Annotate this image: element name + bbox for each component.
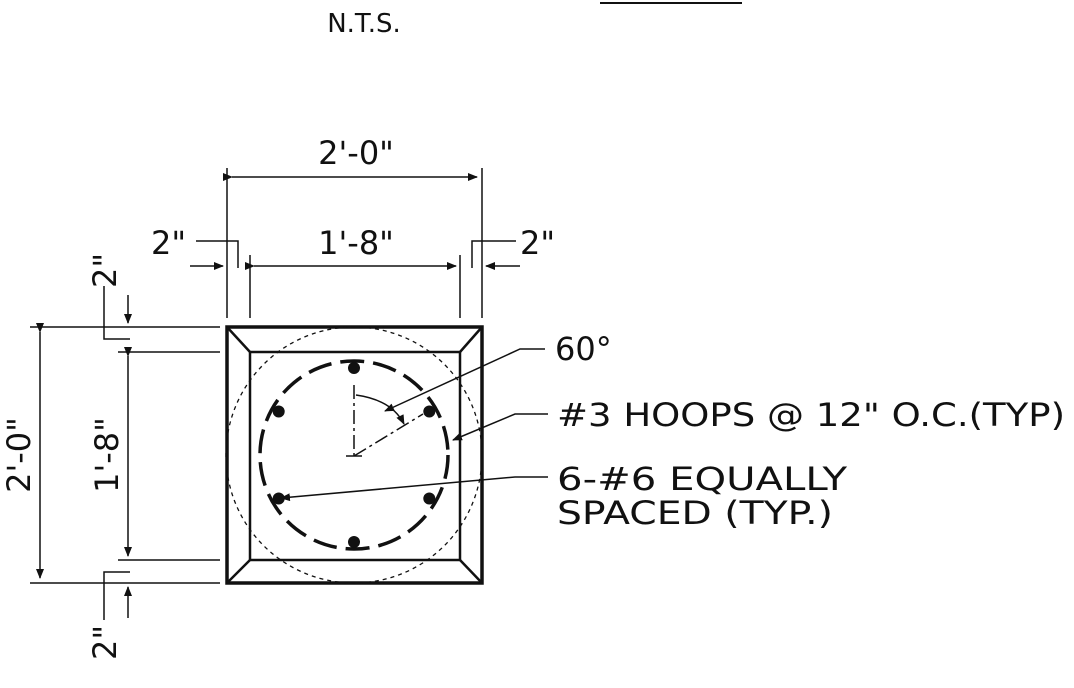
hoops-label: #3 HOOPS @ 12" O.C.(TYP) bbox=[557, 396, 1065, 434]
bottom-cover-label: 2" bbox=[86, 625, 124, 660]
hoops-leader bbox=[452, 413, 548, 441]
rebar-dot bbox=[348, 536, 360, 548]
rebar-dot bbox=[348, 362, 360, 374]
angle-leader bbox=[384, 348, 545, 412]
bars-leader bbox=[280, 476, 548, 502]
leader-line bbox=[103, 571, 130, 620]
overall-height-label: 2'-0" bbox=[0, 417, 38, 493]
leader-line bbox=[471, 240, 516, 268]
bars-label-line1: 6-#6 EQUALLY bbox=[557, 460, 848, 498]
overall-height-dimension: 2'-0" bbox=[0, 323, 220, 584]
chamfer-line bbox=[226, 326, 251, 353]
inner-width-label: 1'-8" bbox=[318, 224, 394, 262]
overall-width-dimension: 2'-0" bbox=[223, 134, 483, 318]
right-cover-label: 2" bbox=[520, 224, 555, 262]
rebar-dot bbox=[423, 492, 436, 505]
column-section bbox=[225, 325, 484, 585]
inner-height-label: 1'-8" bbox=[88, 417, 126, 493]
callouts: 60° #3 HOOPS @ 12" O.C.(TYP) 6-#6 EQUALL… bbox=[280, 330, 1065, 532]
inner-core-outline bbox=[248, 350, 462, 562]
leader-line bbox=[196, 240, 239, 268]
inner-height-dimension: 1'-8" 2" 2" bbox=[86, 253, 220, 660]
chamfer-line bbox=[459, 559, 483, 584]
left-cover-label: 2" bbox=[151, 224, 186, 262]
rebar-dot bbox=[423, 405, 436, 418]
angle-arc bbox=[355, 394, 405, 425]
rebar-dot bbox=[272, 405, 285, 418]
overall-width-label: 2'-0" bbox=[318, 134, 394, 172]
chamfer-line bbox=[226, 559, 251, 584]
angle-label: 60° bbox=[555, 330, 612, 368]
leader-line bbox=[103, 286, 130, 340]
scale-note: N.T.S. bbox=[327, 9, 401, 39]
outer-dashed-circle bbox=[225, 326, 483, 584]
hoop-circle bbox=[258, 359, 450, 551]
angle-ref-line bbox=[353, 413, 424, 457]
bars-label-line2: SPACED (TYP.) bbox=[557, 494, 833, 532]
chamfer-line bbox=[459, 326, 483, 353]
top-cover-label: 2" bbox=[86, 253, 124, 288]
inner-width-dimension: 1'-8" 2" 2" bbox=[151, 224, 555, 318]
